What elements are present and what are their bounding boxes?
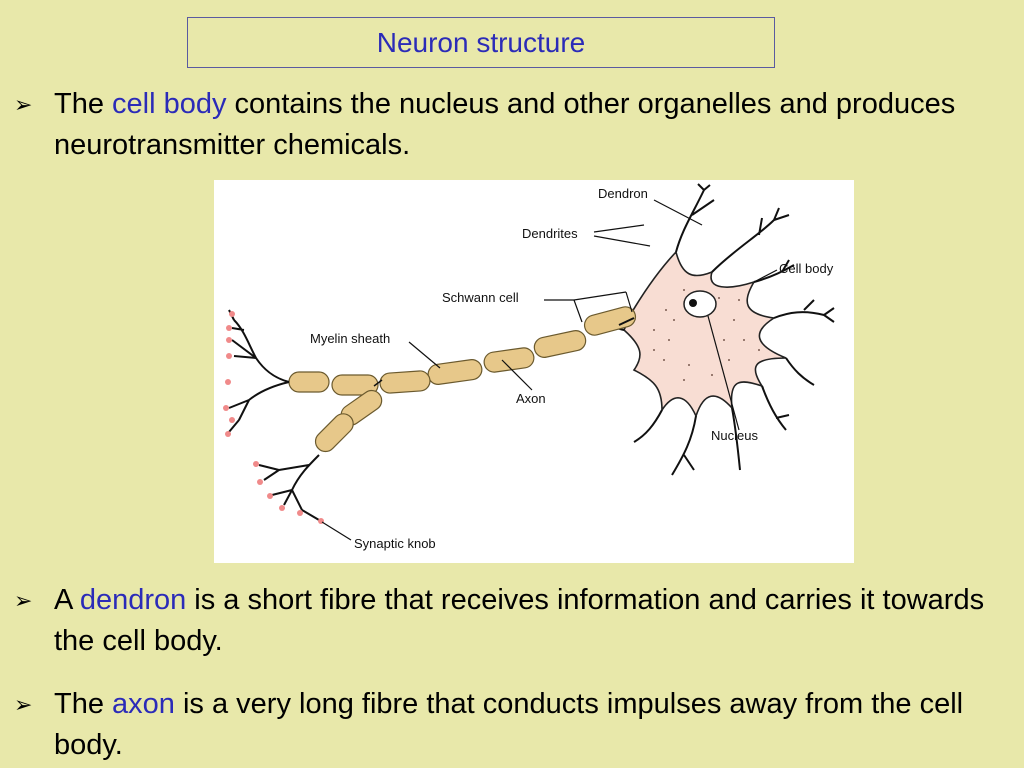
bullet-term-dendron: dendron <box>79 584 187 616</box>
bullet-text-after: is a very long fibre that conducts impul… <box>54 688 964 761</box>
label-dendron: Dendron <box>598 186 648 201</box>
bullet-arrow-icon: ➢ <box>14 692 33 717</box>
label-nucleus: Nucleus <box>711 428 758 443</box>
nucleus-shape <box>683 290 717 318</box>
bullet-term-axon: axon <box>112 688 175 720</box>
bullet-term-cell-body: cell body <box>112 88 227 120</box>
bullet-text-before: A <box>54 584 80 616</box>
bullet-axon: ➢ The axon is a very long fibre that con… <box>14 684 1004 766</box>
bullet-text: The cell body contains the nucleus and o… <box>54 84 1004 166</box>
bullet-arrow-icon: ➢ <box>14 92 33 117</box>
label-schwann-cell: Schwann cell <box>442 290 519 305</box>
label-cell-body: Cell body <box>779 261 834 276</box>
slide-title: Neuron structure <box>187 17 775 68</box>
cell-body-granules <box>653 289 760 381</box>
bullet-text-before: The <box>54 88 113 120</box>
label-axon: Axon <box>516 391 546 406</box>
bullet-arrow-icon: ➢ <box>14 588 33 613</box>
bullet-text: The axon is a very long fibre that condu… <box>54 684 1004 766</box>
cell-body-shape <box>623 250 787 419</box>
myelin-sheath-segments <box>288 306 637 453</box>
axon-terminals <box>228 309 320 521</box>
label-myelin-sheath: Myelin sheath <box>310 331 390 346</box>
bullet-dendron: ➢ A dendron is a short fibre that receiv… <box>14 580 1004 662</box>
label-synaptic-knob: Synaptic knob <box>354 536 436 551</box>
bullet-text-after: is a short fibre that receives informati… <box>54 584 985 657</box>
label-dendrites: Dendrites <box>522 226 578 241</box>
bullet-text-after: contains the nucleus and other organelle… <box>54 88 956 161</box>
bullet-text-before: The <box>54 688 113 720</box>
synaptic-knob-shapes <box>223 311 324 524</box>
label-leader-lines <box>321 199 778 541</box>
bullet-text: A dendron is a short fibre that receives… <box>54 580 1004 662</box>
neuron-diagram: Dendron Dendrites Cell body Schwann cell… <box>214 180 854 563</box>
bullet-cell-body: ➢ The cell body contains the nucleus and… <box>14 84 1004 166</box>
